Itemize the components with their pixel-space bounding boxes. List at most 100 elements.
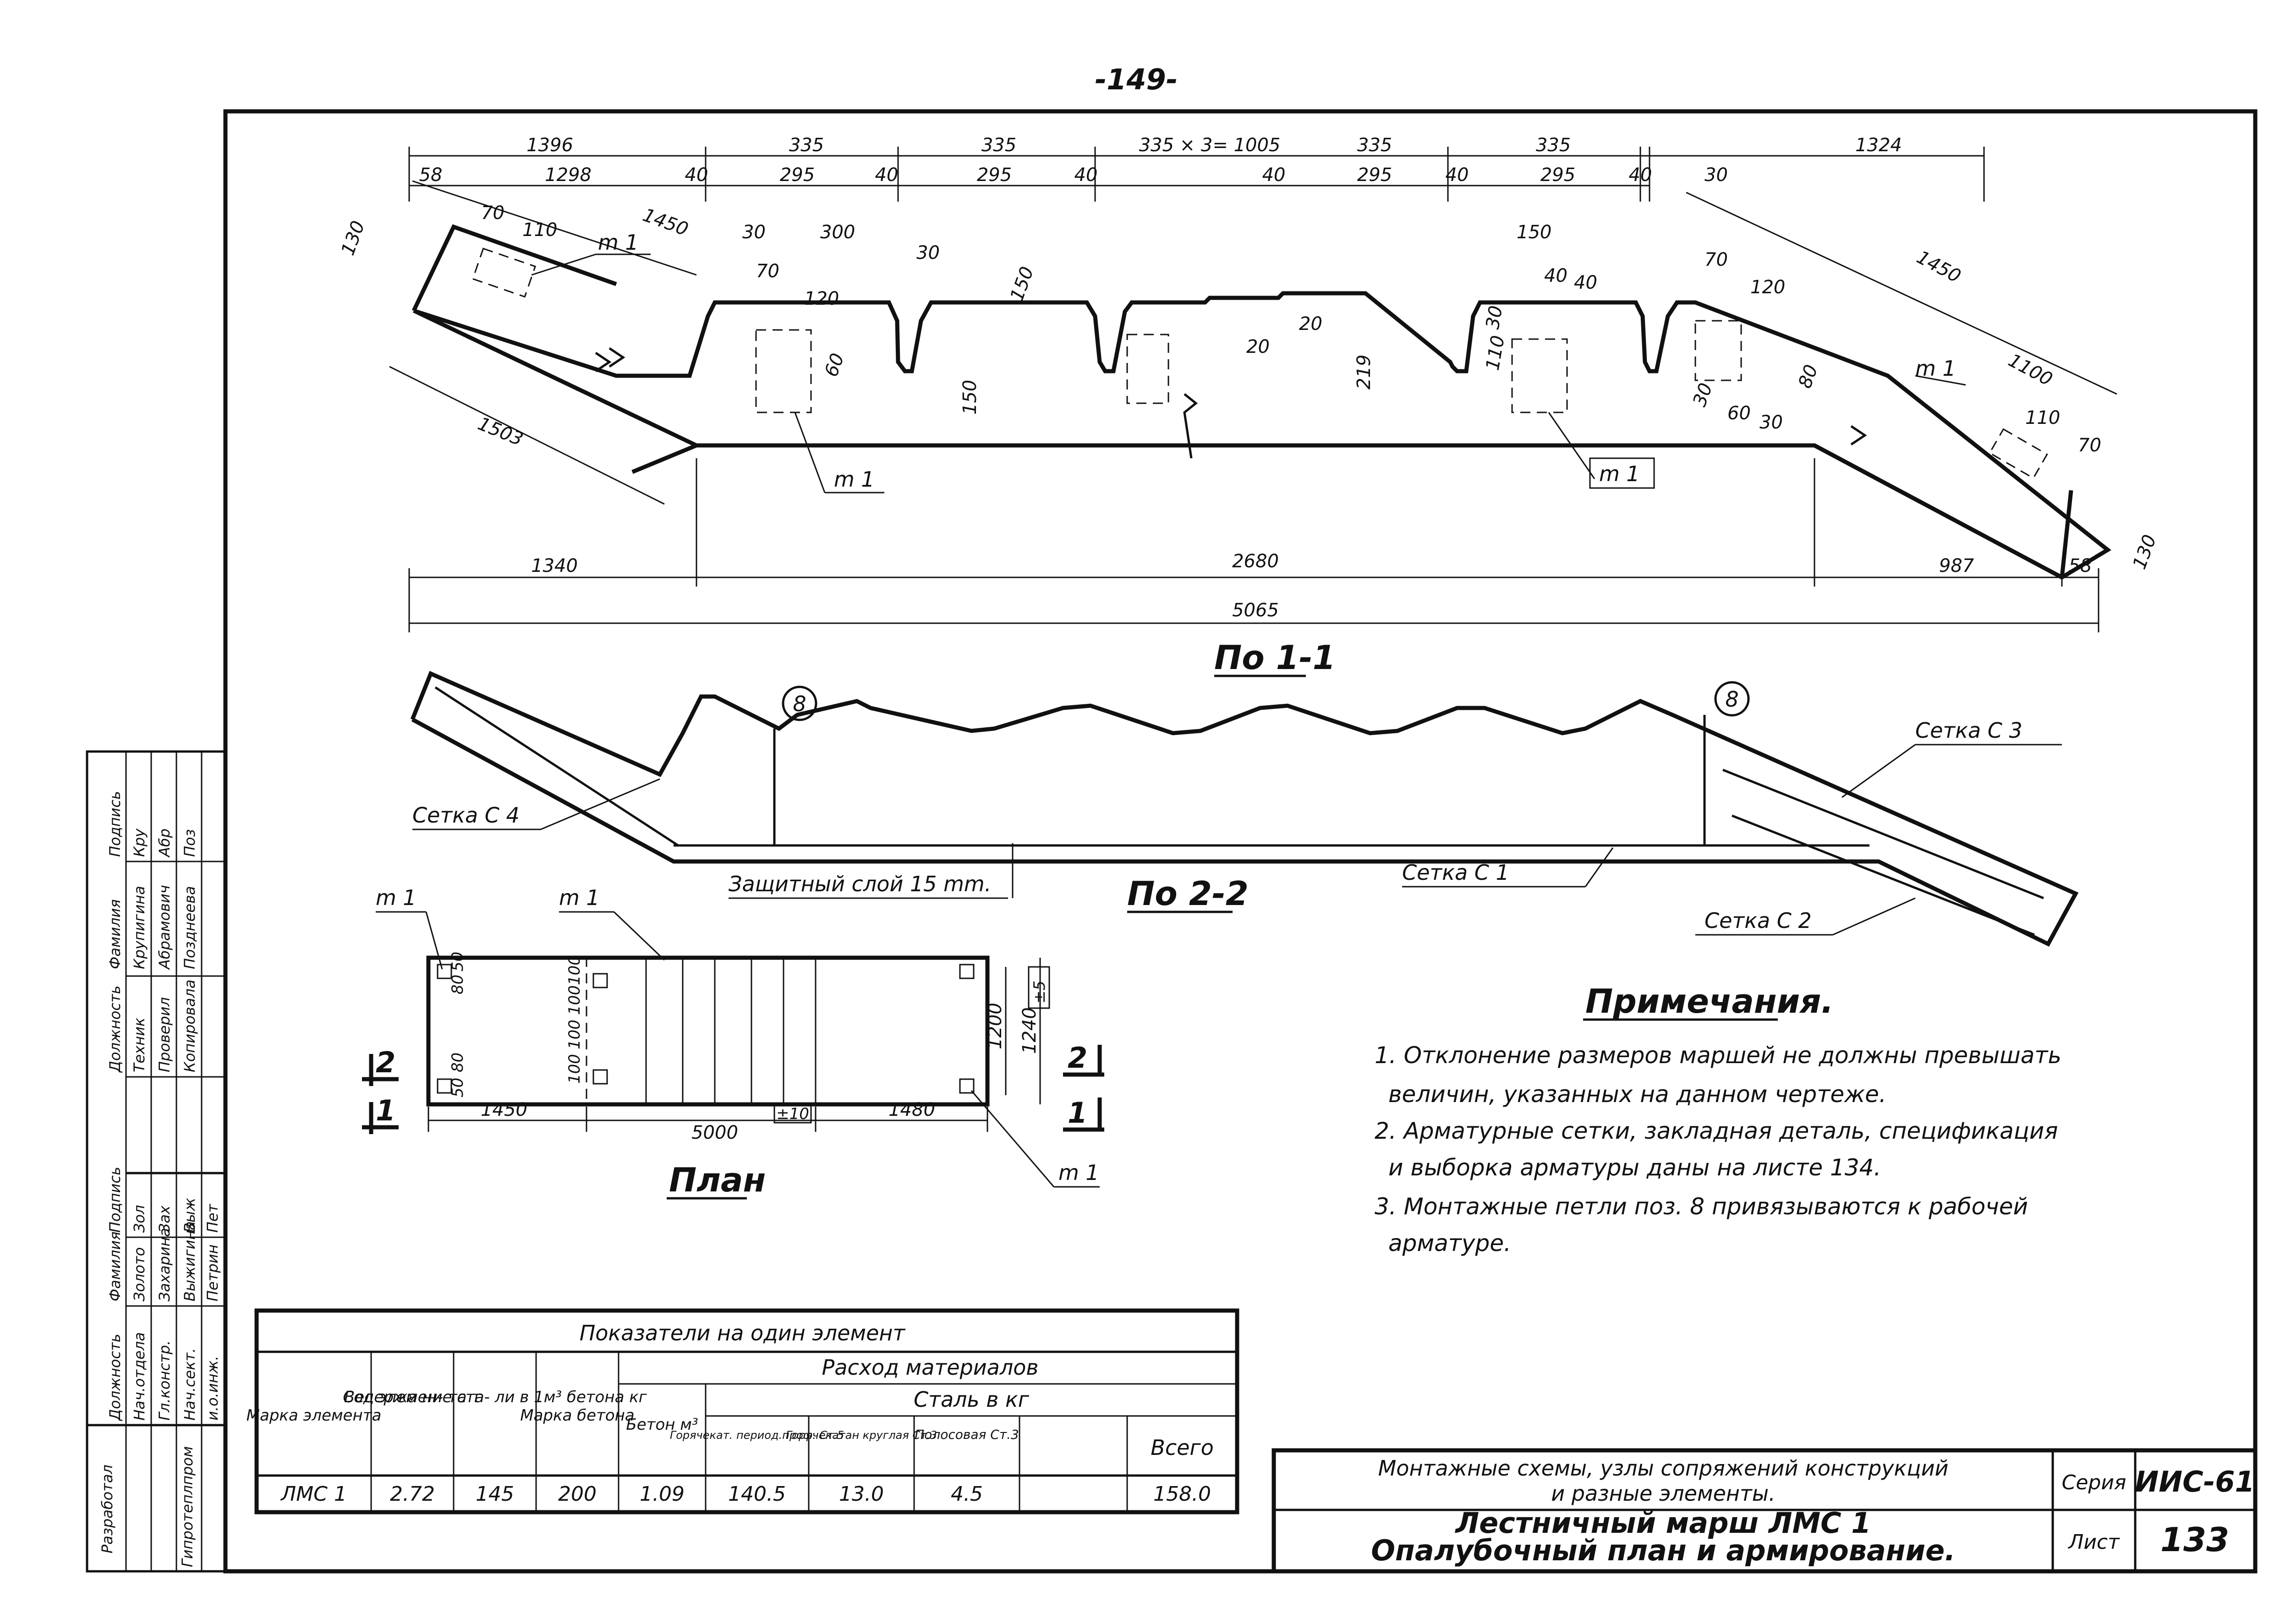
- stamp-u3-name: Позднеева: [181, 886, 198, 969]
- dim-line-1450-right: [1686, 192, 2117, 395]
- plan-dim-1200: 1200: [985, 1003, 1006, 1049]
- plan-title: План: [669, 1161, 766, 1199]
- dim-second-10: 40: [1446, 165, 1469, 186]
- plan-dim-50-a: 50: [449, 952, 467, 971]
- dim-40-d: 40: [1574, 272, 1597, 293]
- th-total: Всего: [1151, 1435, 1213, 1460]
- note-line-2: величин, указанных на данном чертеже.: [1388, 1081, 1886, 1108]
- stamp-org-2: Гипротеплпром: [179, 1446, 196, 1567]
- section-2-2: 8 8 Сетка С 4 Сетка С 3 Защитный слой 15…: [410, 671, 2079, 947]
- table-title: Показатели на один элемент: [580, 1321, 906, 1345]
- title-block: Монтажные схемы, узлы сопряжений констру…: [1272, 1448, 2258, 1574]
- dim-second-4: 295: [780, 165, 815, 186]
- dim-70-a: 70: [481, 203, 504, 224]
- note-line-5: 3. Монтажные петли поз. 8 привязываются …: [1375, 1193, 2028, 1220]
- label-mesh-c3: Сетка С 3: [1915, 718, 2022, 743]
- label-cover: Защитный слой 15 mm.: [729, 872, 991, 896]
- dim-30-c: 30: [1482, 304, 1507, 331]
- dim-60-b: 60: [1727, 403, 1751, 424]
- dim-70-d: 70: [2078, 435, 2101, 456]
- td-strip: 4.5: [951, 1482, 983, 1506]
- embedded-part-m1-f: [1989, 428, 2048, 479]
- dim-30-a: 30: [742, 222, 766, 243]
- materials-table: Показатели на один элемент Марка элемент…: [247, 1308, 1239, 1514]
- plan-outline: [426, 955, 990, 1107]
- td-concrete: 1.09: [640, 1482, 685, 1506]
- plan-dim-ticks: [428, 1107, 988, 1132]
- dim-150-a: 150: [1006, 264, 1038, 304]
- dim-second-8: 40: [1262, 165, 1286, 186]
- plan-cut-1-left: 1: [376, 1094, 395, 1127]
- dim-30-b: 30: [916, 242, 940, 263]
- dim-top-2: 335: [789, 135, 824, 156]
- td-steel-content: 145: [476, 1482, 514, 1506]
- th-concrete: Бетон м³: [626, 1416, 698, 1434]
- plan-tol-5: ±5: [1030, 981, 1049, 1004]
- stamp-u2-role: Проверил: [156, 997, 173, 1072]
- dim-120-a: 120: [804, 288, 839, 309]
- td-weight: 2.72: [390, 1482, 435, 1506]
- td-hot-round: 13.0: [839, 1482, 884, 1506]
- stamp-lower-h3: Подпись: [106, 1167, 124, 1233]
- label-m1-c: m 1: [1599, 461, 1640, 486]
- callout-8-b: [1714, 681, 1750, 717]
- callout-8-a-text: 8: [793, 691, 806, 716]
- dim-bottom-2680: 2680: [1232, 551, 1279, 572]
- dim-bottom-58: 58: [2069, 555, 2092, 576]
- th-steel: Сталь в кг: [914, 1387, 1030, 1412]
- dim-70-c: 70: [1705, 249, 1728, 270]
- dim-20-b: 20: [1299, 313, 1322, 335]
- stamp-u3-role: Копировала: [181, 980, 198, 1072]
- section-1-1-title: По 1-1: [1214, 638, 1336, 677]
- break-mark-mid: [1183, 393, 1198, 459]
- stamp-u2-name: Абрамович: [156, 885, 173, 970]
- tb-sheet-label: Лист: [2067, 1531, 2120, 1554]
- plan-dim-100-b: 100: [565, 985, 584, 1015]
- plan-leader-m1-c-tip: [970, 1090, 1055, 1187]
- note-line-6: арматуре.: [1388, 1230, 1511, 1256]
- dim-total-5065: 5065: [1232, 600, 1279, 621]
- stair-profile: [413, 291, 2111, 580]
- dim-ticks-top: [408, 147, 1985, 202]
- dim-top-5: 335: [1357, 135, 1392, 156]
- th-weight: Вес элемен- та т: [344, 1388, 481, 1406]
- dim-80: 80: [1794, 362, 1822, 391]
- notes-title: Примечания.: [1585, 982, 1834, 1020]
- plan-leader-m1-b-tip: [613, 911, 665, 961]
- dim-20-a: 20: [1246, 336, 1270, 357]
- plan-dim-50-b: 50: [449, 1078, 467, 1097]
- dim-1450-left: 1450: [640, 204, 691, 240]
- dim-110-c: 110: [2025, 407, 2060, 428]
- plan-cut-1-right: 1: [1068, 1096, 1087, 1130]
- plan-tol-10-box: [773, 1103, 812, 1124]
- mesh-c4-line: [434, 686, 679, 847]
- break-mark-left: [595, 347, 625, 373]
- plan-m1-b: m 1: [559, 885, 600, 910]
- dim-top-3: 335: [981, 135, 1016, 156]
- dim-70-b: 70: [756, 261, 779, 282]
- dim-second-11: 295: [1540, 165, 1575, 186]
- dim-top-4: 335 × 3= 1005: [1139, 135, 1281, 156]
- dim-line-1503: [389, 366, 665, 505]
- dim-130-left: 130: [337, 218, 369, 258]
- stamp-l2-role: Гл.констр.: [156, 1340, 173, 1421]
- th-hot-round: Горячекатан круглая Ст.3: [786, 1429, 937, 1442]
- dim-150-b: 150: [959, 380, 981, 415]
- leader-mesh-c2-tip: [1832, 897, 1916, 936]
- stamp-org-1: Разработал: [99, 1465, 116, 1553]
- stamp-lower-h1: Должность: [106, 1334, 124, 1421]
- plan-leader-m1-a-tip: [425, 911, 443, 970]
- td-mark: ЛМС 1: [280, 1482, 347, 1506]
- dim-second-5: 40: [875, 165, 899, 186]
- tb-project: Монтажные схемы, узлы сопряжений констру…: [1378, 1456, 1949, 1481]
- dim-219: 219: [1354, 355, 1375, 390]
- th-mark: Марка элемента: [247, 1406, 382, 1425]
- stamp-u2-sign: Абр: [156, 828, 173, 858]
- section-2-2-profile: [410, 671, 2079, 947]
- plan-plate-bl: [437, 1078, 452, 1094]
- leader-mesh-c4-tip: [540, 778, 660, 830]
- stamp-l1-sign: Зол: [131, 1205, 148, 1233]
- stamp-u1-name: Крупигина: [131, 886, 148, 969]
- dim-300: 300: [820, 222, 855, 243]
- dim-second-2: 1298: [545, 165, 592, 186]
